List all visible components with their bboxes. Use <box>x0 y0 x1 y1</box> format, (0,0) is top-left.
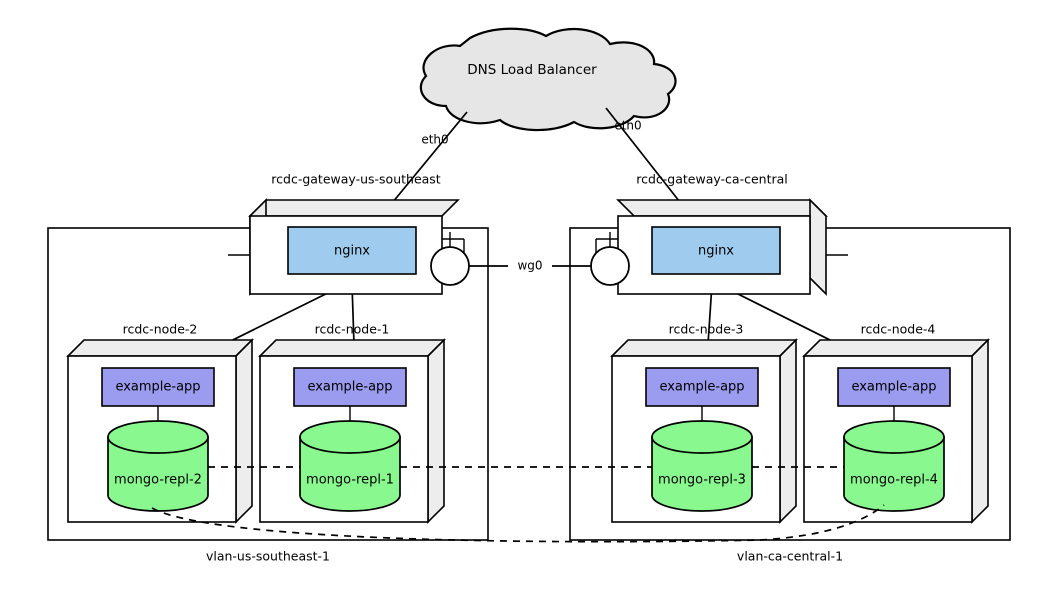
db-label-rcdc-node-2: mongo-repl-2 <box>114 473 202 488</box>
node-label-rcdc-node-1: rcdc-node-1 <box>315 322 390 337</box>
node-label-rcdc-node-4: rcdc-node-4 <box>861 322 936 337</box>
db-rcdc-node-1[interactable] <box>299 420 401 512</box>
gateway-label-ca-central: rcdc-gateway-ca-central <box>636 172 788 187</box>
app-label-rcdc-node-2: example-app <box>115 380 200 395</box>
app-label-rcdc-node-3: example-app <box>659 380 744 395</box>
gateway-ca-central[interactable]: rcdc-gateway-ca-central nginx <box>595 172 848 296</box>
mongo-replication-links <box>151 466 885 543</box>
eth0-label-right: eth0 <box>614 119 641 133</box>
nginx-service-left[interactable] <box>287 226 417 275</box>
vlan-label-ca-central: vlan-ca-central-1 <box>737 549 843 564</box>
db-label-rcdc-node-1: mongo-repl-1 <box>306 473 394 488</box>
wg0-label: wg0 <box>517 259 542 273</box>
node-rcdc-node-2[interactable]: rcdc-node-2 example-app mongo-repl-2 <box>66 322 254 524</box>
node-label-rcdc-node-2: rcdc-node-2 <box>123 322 198 337</box>
nginx-label-left: nginx <box>334 244 370 259</box>
vlan-label-us-southeast: vlan-us-southeast-1 <box>206 549 330 564</box>
dns-load-balancer-cloud[interactable]: DNS Load Balancer <box>419 27 677 132</box>
nginx-service-right[interactable] <box>651 226 781 275</box>
db-rcdc-node-2[interactable] <box>107 420 209 512</box>
db-rcdc-node-4[interactable] <box>843 420 945 512</box>
app-label-rcdc-node-4: example-app <box>851 380 936 395</box>
app-label-rcdc-node-1: example-app <box>307 380 392 395</box>
app-rcdc-node-3[interactable] <box>645 367 759 407</box>
wg0-tunnel: wg0 <box>430 232 630 286</box>
cloud-shape <box>419 27 677 132</box>
wg0-endpoint-left[interactable] <box>430 246 470 286</box>
db-label-rcdc-node-3: mongo-repl-3 <box>658 473 746 488</box>
db-rcdc-node-3[interactable] <box>651 420 753 512</box>
nginx-label-right: nginx <box>698 244 734 259</box>
gateway-us-southeast[interactable]: rcdc-gateway-us-southeast nginx <box>228 172 465 296</box>
db-label-rcdc-node-4: mongo-repl-4 <box>850 473 938 488</box>
wg0-endpoint-right[interactable] <box>590 246 630 286</box>
cloud-label: DNS Load Balancer <box>467 62 597 78</box>
gateway-label-us-southeast: rcdc-gateway-us-southeast <box>271 172 441 187</box>
app-rcdc-node-1[interactable] <box>293 367 407 407</box>
node-label-rcdc-node-3: rcdc-node-3 <box>669 322 744 337</box>
node-rcdc-node-3[interactable]: rcdc-node-3 example-app mongo-repl-3 <box>610 322 798 524</box>
app-rcdc-node-4[interactable] <box>837 367 951 407</box>
node-rcdc-node-4[interactable]: rcdc-node-4 example-app mongo-repl-4 <box>802 322 990 524</box>
eth0-label-left: eth0 <box>421 133 448 147</box>
node-rcdc-node-1[interactable]: rcdc-node-1 example-app mongo-repl-1 <box>258 322 446 524</box>
